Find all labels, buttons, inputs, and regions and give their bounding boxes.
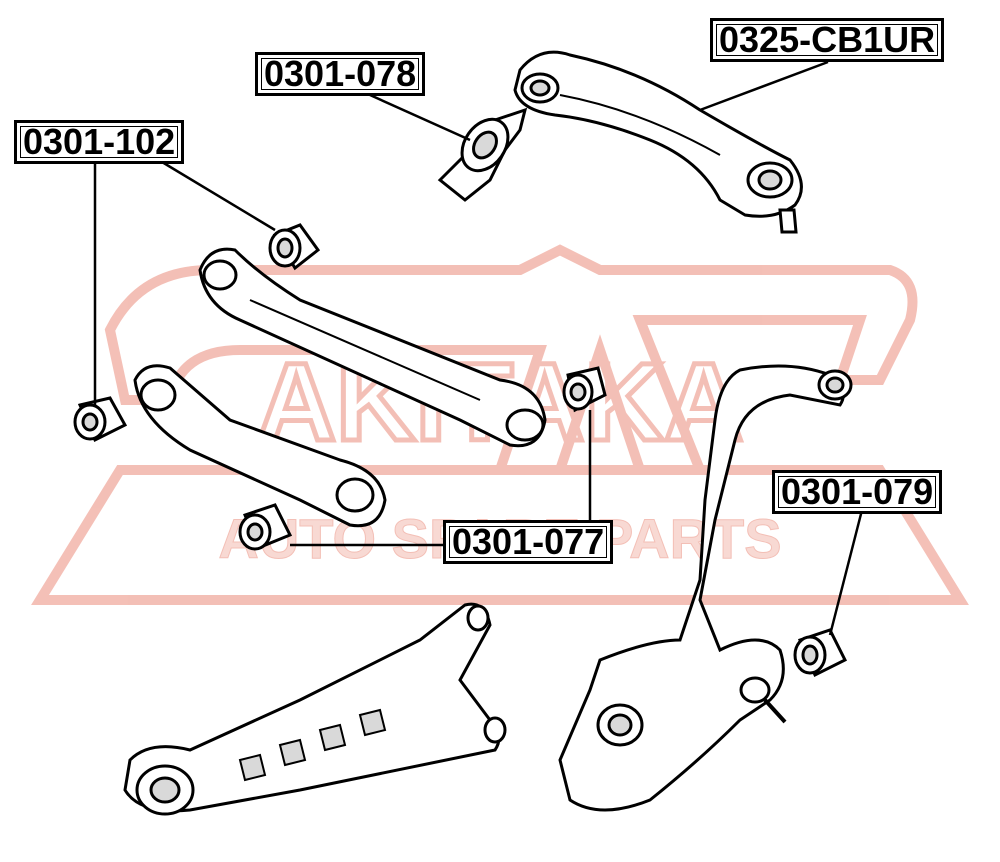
upper-control-arm bbox=[513, 50, 803, 234]
label-0301-102: 0301-102 bbox=[14, 120, 185, 164]
label-0301-079: 0301-079 bbox=[772, 470, 943, 514]
lateral-arm-upper bbox=[198, 247, 547, 448]
lateral-arm-lower bbox=[133, 364, 387, 528]
knuckle-assembly bbox=[558, 364, 853, 812]
bushing-102-upper bbox=[268, 223, 321, 271]
bushing-102-lower bbox=[73, 396, 128, 443]
bushing-077-left bbox=[238, 503, 293, 551]
label-0301-078: 0301-078 bbox=[255, 52, 426, 96]
bushing-077-right bbox=[562, 366, 607, 413]
bushing-079 bbox=[793, 628, 848, 678]
trailing-arm bbox=[123, 602, 507, 816]
leader-lines bbox=[93, 60, 864, 636]
bushing-078 bbox=[437, 107, 528, 202]
label-0301-077: 0301-077 bbox=[443, 520, 614, 564]
label-0325-cb1ur: 0325-CB1UR bbox=[710, 18, 945, 62]
